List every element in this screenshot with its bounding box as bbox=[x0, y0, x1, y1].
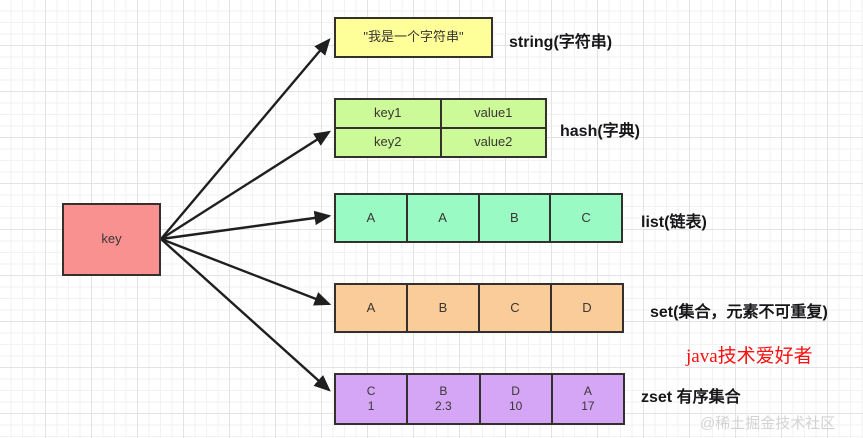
hash-cell-value2: value2 bbox=[439, 129, 546, 156]
arrow-key-to-string bbox=[160, 38, 331, 240]
label-hash: hash(字典) bbox=[560, 123, 641, 140]
set-cell-value: A bbox=[366, 299, 376, 315]
zset-cell-score: 1 bbox=[367, 399, 375, 413]
hash-row: key2 value2 bbox=[336, 127, 545, 156]
string-cell-value: "我是一个字符串" bbox=[363, 29, 464, 45]
set-node[interactable]: A B C D bbox=[334, 283, 624, 333]
zset-cell: D 10 bbox=[478, 375, 551, 423]
hash-row: key1 value1 bbox=[336, 100, 545, 127]
hash-cell-key1: key1 bbox=[336, 100, 440, 127]
string-cell: "我是一个字符串" bbox=[336, 19, 491, 56]
list-cell: B bbox=[477, 195, 550, 241]
list-cell: C bbox=[549, 195, 621, 241]
zset-cell-score: 2.3 bbox=[435, 399, 452, 413]
watermark: @稀土掘金技术社区 bbox=[700, 415, 836, 432]
label-string: string(字符串) bbox=[509, 34, 613, 51]
zset-cell-member: B bbox=[439, 384, 448, 398]
set-cell: B bbox=[406, 285, 478, 331]
key-node[interactable]: key bbox=[62, 203, 161, 276]
label-set: set(集合，元素不可重复) bbox=[650, 304, 828, 321]
list-cell-value: C bbox=[581, 209, 591, 225]
arrow-key-to-list bbox=[160, 210, 332, 241]
hash-cell-value1-value: value1 bbox=[474, 105, 513, 121]
list-cell: A bbox=[405, 195, 478, 241]
zset-node[interactable]: C 1 B 2.3 D 10 A 17 bbox=[334, 373, 625, 425]
list-node[interactable]: A A B C bbox=[334, 193, 623, 243]
set-cell: C bbox=[478, 285, 550, 331]
zset-cell-member: A bbox=[583, 384, 592, 398]
hash-cell-value2-value: value2 bbox=[474, 134, 513, 150]
hash-cell-key2-value: key2 bbox=[374, 134, 402, 150]
list-cell-value: B bbox=[510, 209, 519, 225]
zset-cell: B 2.3 bbox=[406, 375, 478, 423]
label-list: list(链表) bbox=[641, 214, 707, 231]
list-cell-value: A bbox=[438, 209, 447, 225]
set-cell: A bbox=[336, 285, 406, 331]
hash-cell-key2: key2 bbox=[336, 129, 440, 156]
arrow-key-to-set bbox=[160, 237, 332, 306]
set-cell-value: B bbox=[438, 299, 448, 315]
zset-cell-member: D bbox=[511, 384, 520, 398]
string-node[interactable]: "我是一个字符串" bbox=[334, 17, 493, 58]
set-cell: D bbox=[550, 285, 622, 331]
set-cell-value: C bbox=[510, 299, 520, 315]
zset-cell: A 17 bbox=[550, 375, 623, 423]
key-node-label: key bbox=[101, 231, 122, 247]
hash-cell-value1: value1 bbox=[439, 100, 546, 127]
label-zset: zset 有序集合 bbox=[641, 389, 741, 406]
zset-cell-score: 17 bbox=[581, 399, 595, 413]
list-cell-value: A bbox=[366, 209, 376, 225]
zset-cell-score: 10 bbox=[508, 399, 523, 413]
promo-text: java技术爱好者 bbox=[686, 346, 813, 367]
hash-node[interactable]: key1 value1 key2 value2 bbox=[334, 98, 547, 158]
zset-cell-member: C bbox=[366, 384, 376, 398]
hash-cell-key1-value: key1 bbox=[374, 105, 402, 121]
list-cell: A bbox=[336, 195, 406, 241]
set-cell-value: D bbox=[582, 299, 592, 315]
arrow-key-to-hash bbox=[160, 130, 332, 241]
arrow-key-to-zset bbox=[160, 238, 331, 392]
zset-cell: C 1 bbox=[336, 375, 406, 423]
